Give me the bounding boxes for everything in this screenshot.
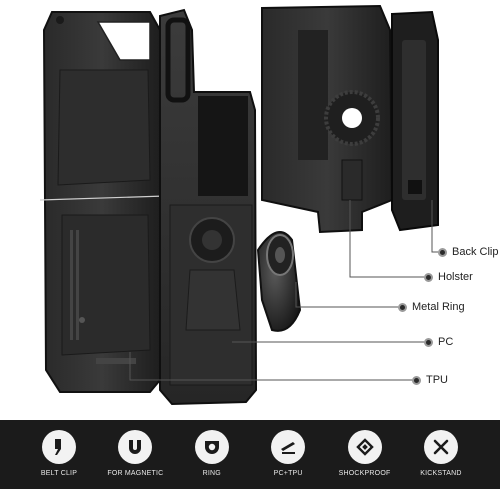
feature-label: KICKSTAND	[420, 470, 462, 477]
feature-kickstand: KICKSTAND	[410, 420, 472, 489]
kickstand-icon	[423, 430, 458, 464]
back-clip	[391, 10, 439, 232]
feature-label: FOR MAGNETIC	[107, 470, 164, 477]
metal-ring	[256, 231, 302, 332]
feature-label: SHOCKPROOF	[338, 470, 391, 477]
callout-holster: Holster	[424, 270, 473, 284]
callout-label: Metal Ring	[412, 301, 465, 313]
callout-back-clip: Back Clip	[438, 245, 498, 259]
callout-tpu: TPU	[412, 373, 448, 387]
tpu-bumper	[42, 11, 161, 393]
magnet-icon	[118, 430, 153, 464]
layers-icon	[271, 430, 306, 464]
ring-icon	[194, 430, 229, 464]
feature-ring: RING	[181, 420, 243, 489]
callout-dot	[424, 337, 433, 347]
feature-magnetic: FOR MAGNETIC	[104, 420, 166, 489]
fold-line	[39, 195, 166, 201]
feature-bar: BELT CLIP FOR MAGNETIC RING PC+TPU SHOCK…	[0, 420, 500, 489]
product-illustration	[39, 4, 439, 406]
callout-leaders	[129, 200, 438, 381]
callout-dot	[424, 272, 433, 282]
callout-pc: PC	[424, 335, 453, 349]
feature-label: PC+TPU	[273, 470, 303, 477]
feature-belt-clip: BELT CLIP	[28, 420, 90, 489]
callout-dot	[438, 247, 447, 257]
feature-shockproof: SHOCKPROOF	[334, 420, 396, 489]
callout-dot	[398, 302, 407, 312]
callout-label: Back Clip	[452, 246, 499, 258]
feature-label: RING	[202, 470, 221, 477]
pc-shell	[159, 8, 258, 406]
holster	[261, 4, 394, 234]
callout-label: TPU	[426, 374, 448, 386]
belt-clip-icon	[42, 430, 76, 464]
shockproof-icon	[347, 430, 382, 464]
callout-label: PC	[438, 336, 454, 348]
callout-dot	[412, 375, 421, 385]
feature-pc-tpu: PC+TPU	[257, 420, 319, 489]
feature-label: BELT CLIP	[40, 470, 78, 477]
callout-metal-ring: Metal Ring	[398, 300, 465, 314]
callout-label: Holster	[438, 271, 473, 283]
